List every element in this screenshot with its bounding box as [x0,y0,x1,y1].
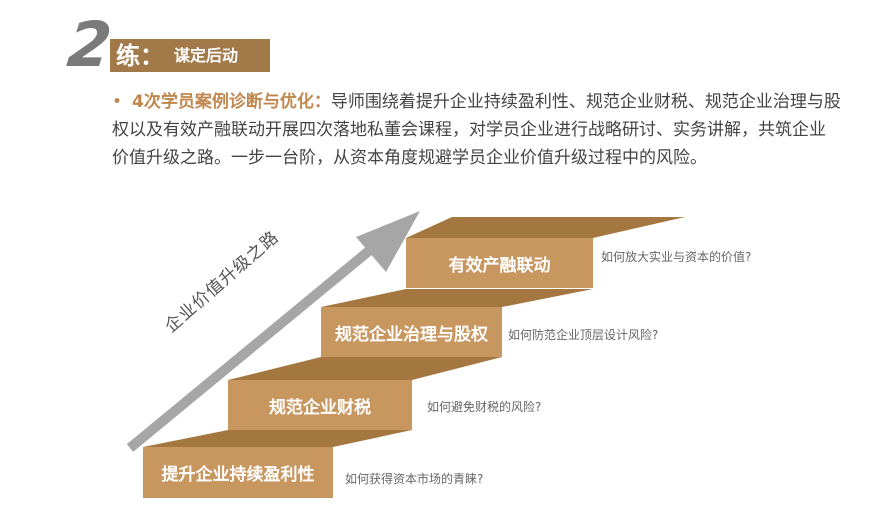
step-1-label: 提升企业持续盈利性 [161,465,315,485]
badge-main-text: 练： [116,41,164,70]
step-4-label: 有效产融联动 [448,255,551,276]
step-1-question: 如何获得资本市场的青睐? [345,472,484,486]
intro-paragraph: • 4次学员案例诊断与优化：导师围绕着提升企业持续盈利性、规范企业财税、规范企业治… [112,88,842,172]
step-3-question: 如何防范企业顶层设计风险? [508,328,659,342]
step-3-label: 规范企业治理与股权 [335,324,488,345]
step-4 [406,217,685,288]
step-1 [143,430,412,498]
badge-sub-text: 谋定后动 [174,45,239,65]
step-2 [228,357,502,430]
arrow-icon [126,211,420,452]
step-4-question: 如何放大实业与资本的价值? [601,250,752,264]
bullet-icon: • [112,92,123,112]
step-3 [321,289,593,357]
step-2-question: 如何避免财税的风险? [427,400,542,414]
intro-lead: 4次学员案例诊断与优化： [132,92,331,112]
step-2-label: 规范企业财税 [269,397,371,418]
section-badge: 练： 谋定后动 [110,39,270,72]
intro-text: 导师围绕着提升企业持续盈利性、规范企业财税、规范企业治理与股权以及有效产融联动开… [112,92,841,168]
